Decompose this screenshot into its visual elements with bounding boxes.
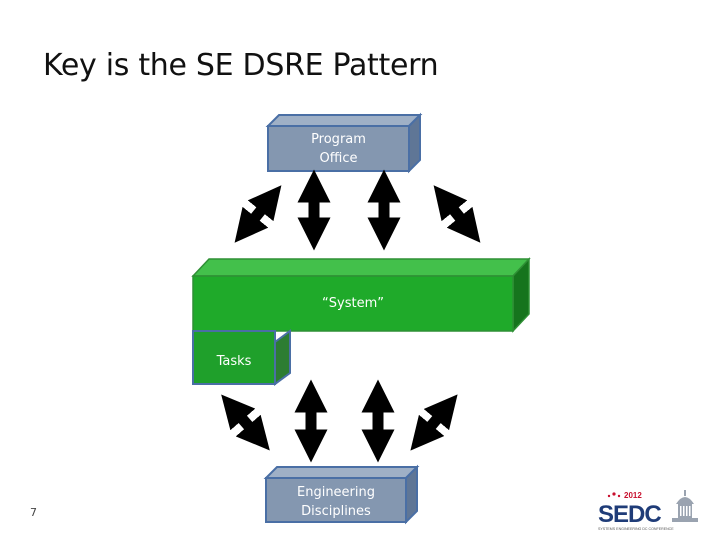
logo-tagline: SYSTEMS ENGINEERING DC CONFERENCE: [598, 527, 674, 531]
program-office-line1: Program: [311, 132, 366, 147]
program-office-line2: Office: [319, 151, 358, 166]
sedc-logo: 2012 SEDC SYSTEMS ENGINEERING DC CONFERE…: [592, 488, 702, 532]
page-number: 7: [30, 506, 37, 519]
system-bar: [191, 257, 531, 333]
engineering-line2: Disciplines: [301, 504, 371, 519]
logo-text: SEDC: [598, 501, 661, 528]
engineering-label: Engineering Disciplines: [266, 483, 406, 521]
bottom-arrows: [221, 379, 458, 463]
tasks-box: [192, 329, 291, 386]
engineering-box: [263, 464, 420, 525]
top-arrows: [234, 169, 481, 251]
slide-title: Key is the SE DSRE Pattern: [43, 48, 439, 83]
system-label: “System”: [322, 296, 384, 311]
arrow-bottom-left: [221, 394, 270, 451]
logo-year: 2012: [624, 491, 642, 500]
arrow-top-right: [433, 185, 481, 243]
program-office-box: [265, 112, 423, 174]
tasks-label: Tasks: [216, 354, 252, 369]
arrow-bottom-right: [410, 394, 458, 451]
arrow-top-left: [234, 185, 282, 243]
program-office-label: Program Office: [268, 130, 409, 168]
engineering-line1: Engineering: [297, 485, 375, 500]
sedc-logo-graphic: 2012 SEDC SYSTEMS ENGINEERING DC CONFERE…: [598, 490, 698, 531]
